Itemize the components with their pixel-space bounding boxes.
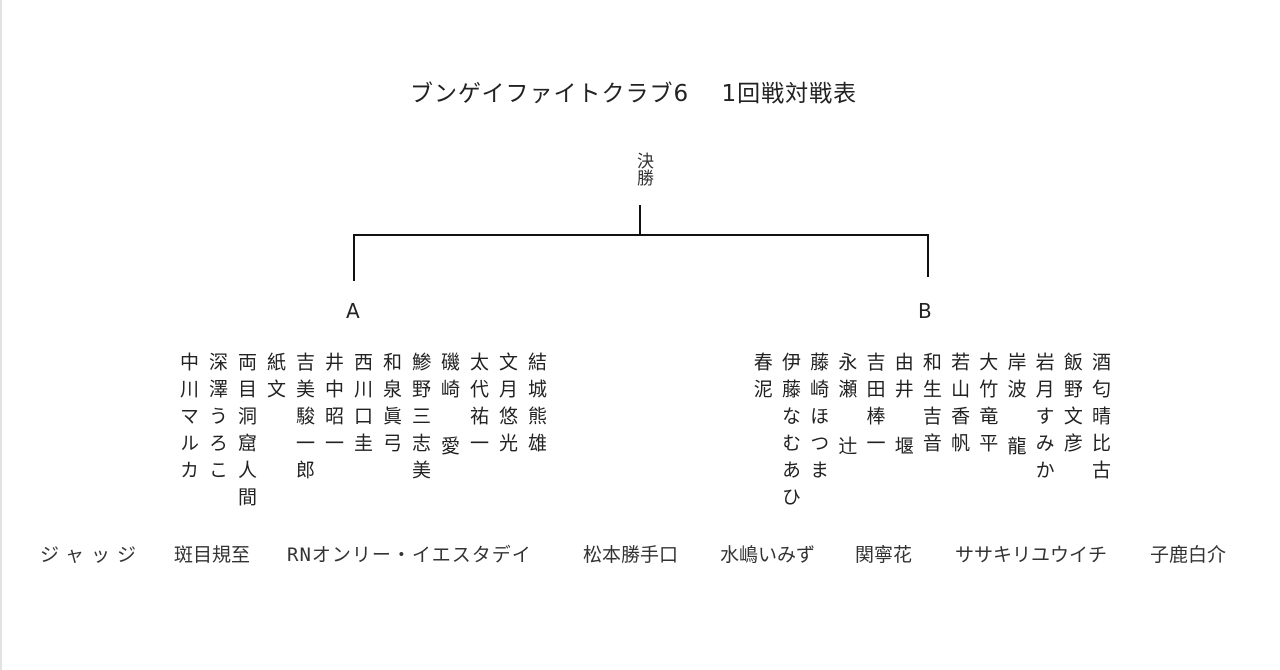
entrant: 紙文 bbox=[264, 352, 286, 406]
bracket-a-stem bbox=[353, 234, 355, 281]
judges-row: ジャッジ 斑目規至 RNオンリー・イエスタデイ 松本勝手口 水嶋いみず 関寧花 … bbox=[0, 540, 1280, 566]
entrant: 井中昭一 bbox=[322, 352, 344, 460]
judge-name: 松本勝手口 bbox=[583, 544, 679, 566]
judge-name: RNオンリー・イエスタデイ bbox=[287, 544, 532, 566]
entrant: 結城熊雄 bbox=[525, 352, 547, 460]
entrant: 中川マルカ bbox=[177, 352, 199, 487]
entrant: 由井 堰 bbox=[891, 352, 914, 463]
page-title: ブンゲイファイトクラブ6 1回戦対戦表 bbox=[410, 81, 858, 107]
bracket-horizontal-line bbox=[353, 234, 929, 236]
entrant: 春泥 bbox=[750, 352, 773, 406]
final-round-label: 決勝 bbox=[633, 152, 653, 186]
entrant: 和泉眞弓 bbox=[380, 352, 402, 460]
entrant: 伊藤なむあひ bbox=[778, 352, 801, 514]
entrant: 飯野文彦 bbox=[1060, 352, 1083, 460]
entrant: 吉田棒一 bbox=[863, 352, 886, 460]
judges-label: ジャッジ bbox=[40, 544, 144, 566]
entrant: 永瀬 辻 bbox=[835, 352, 858, 463]
entrant: 酒匂晴比古 bbox=[1089, 352, 1111, 487]
entrant: 岸波 龍 bbox=[1004, 352, 1027, 463]
entrant: 深澤うろこ bbox=[206, 352, 228, 487]
entrant: 西川口圭 bbox=[351, 352, 373, 460]
bracket-final-stem bbox=[639, 205, 641, 235]
judge-name: 関寧花 bbox=[855, 544, 913, 566]
page-left-border bbox=[0, 0, 2, 670]
judge-name: 斑目規至 bbox=[174, 544, 251, 566]
entrant: 吉美駿一郎 bbox=[293, 352, 315, 487]
entrant: 岩月すみか bbox=[1032, 352, 1055, 487]
group-b-entrants: 酒匂晴比古 飯野文彦 岩月すみか 岸波 龍 大竹竜平 若山香帆 和生吉音 由井 … bbox=[742, 352, 1111, 514]
entrant: 文月悠光 bbox=[496, 352, 518, 460]
entrant: 和生吉音 bbox=[919, 352, 942, 460]
group-a-label: A bbox=[346, 299, 360, 323]
entrant: 鯵野三志美 bbox=[409, 352, 431, 487]
entrant: 若山香帆 bbox=[948, 352, 971, 460]
entrant: 両目洞窟人間 bbox=[235, 352, 257, 514]
entrant: 磯崎 愛 bbox=[438, 352, 460, 463]
judge-name: 子鹿白介 bbox=[1150, 544, 1227, 566]
entrant: 藤崎ほつま bbox=[807, 352, 830, 487]
judge-name: ササキリユウイチ bbox=[955, 544, 1108, 566]
entrant: 大竹竜平 bbox=[976, 352, 999, 460]
entrant: 太代祐一 bbox=[467, 352, 489, 460]
judge-name: 水嶋いみず bbox=[720, 544, 816, 566]
group-b-label: B bbox=[918, 299, 932, 323]
group-a-entrants: 結城熊雄 文月悠光 太代祐一 磯崎 愛 鯵野三志美 和泉眞弓 西川口圭 井中昭一… bbox=[168, 352, 547, 514]
bracket-b-stem bbox=[927, 234, 929, 277]
